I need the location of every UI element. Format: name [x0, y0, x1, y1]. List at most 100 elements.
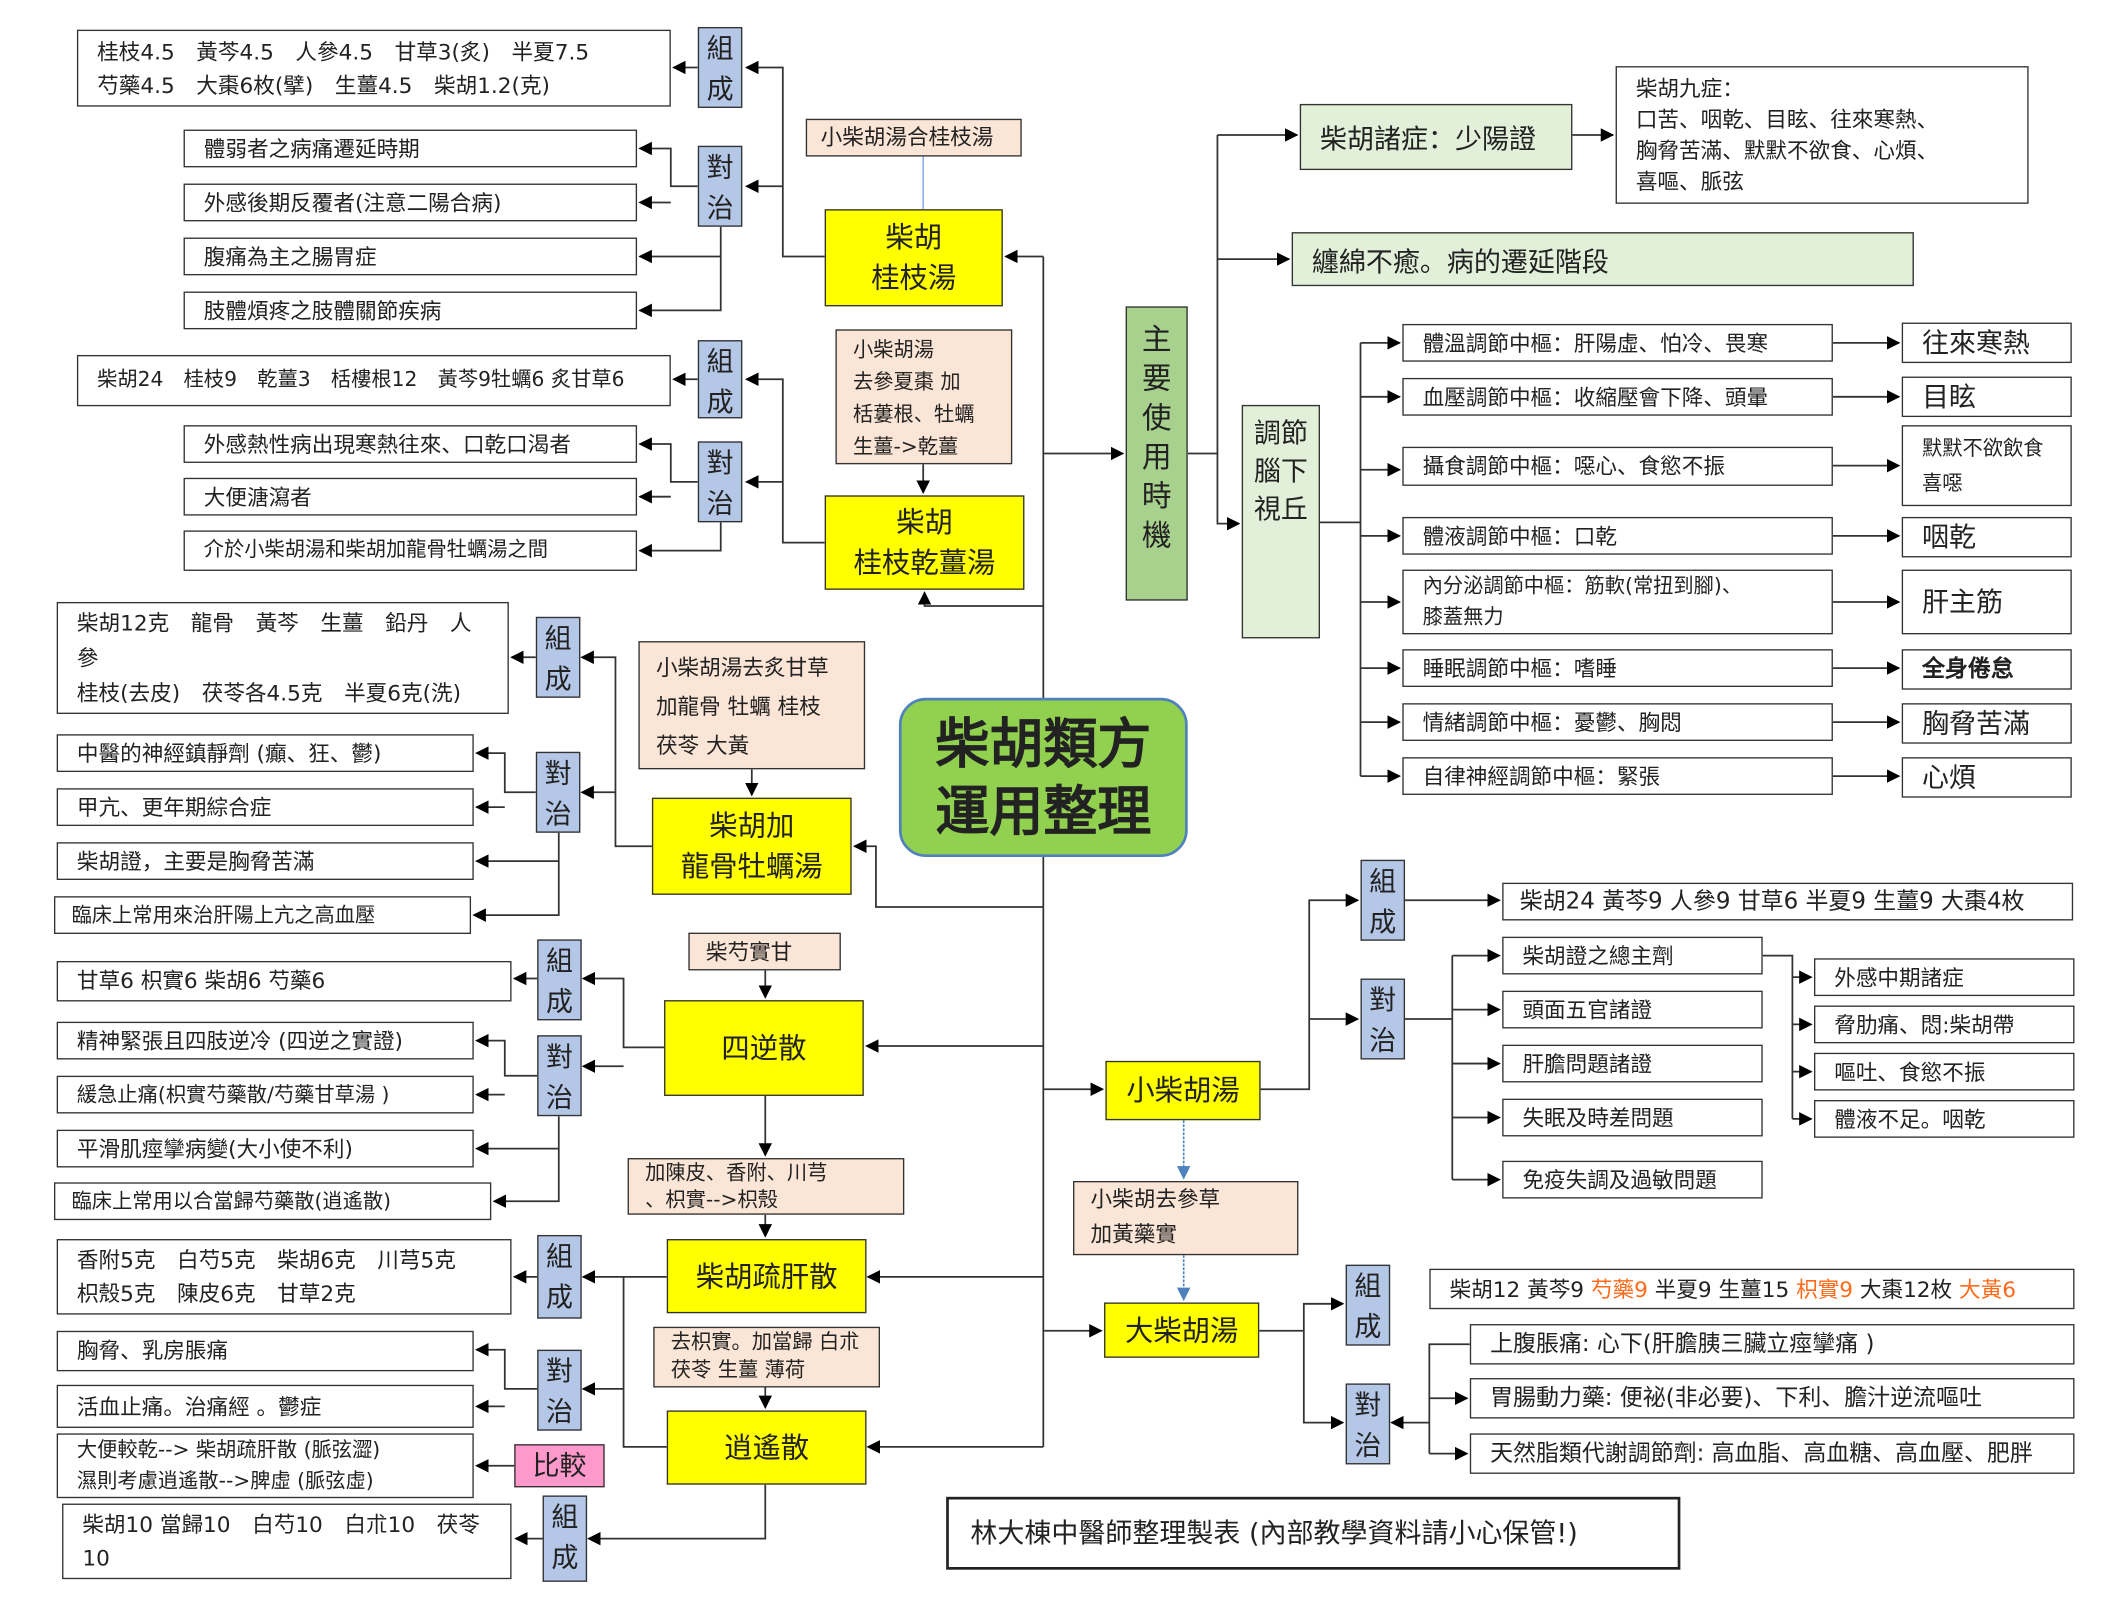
- dachaihu-composition: 柴胡12 黃芩9 芍藥9 半夏9 生薑15 枳實9 大棗12枚 大黃6: [1429, 1268, 2075, 1310]
- comp-part: 半夏9 生薑15: [1647, 1276, 1797, 1303]
- shugan-composition-label: 組成: [537, 1234, 582, 1319]
- sini-treatment-4: 臨床上常用以合當歸芍藥散(逍遙散): [53, 1182, 492, 1221]
- ganjiang-treatment-3: 介於小柴胡湯和柴胡加龍骨牡蠣湯之間: [183, 530, 638, 571]
- shugan-treatment-1: 胸脅、乳房脹痛: [56, 1330, 474, 1372]
- hypothalamus-label: 調節腦下視丘: [1241, 404, 1321, 639]
- sini-formula: 四逆散: [664, 1000, 864, 1096]
- center-sleep: 睡眠調節中樞：嗜睡: [1402, 649, 1833, 687]
- shugan-treatment-label: 對治: [537, 1349, 582, 1431]
- longgu-note: 小柴胡湯去炙甘草 加龍骨 牡蠣 桂枝 茯苓 大黃: [638, 641, 866, 770]
- sini-note: 柴芍實甘: [688, 932, 841, 971]
- central-title: 柴胡類方 運用整理: [898, 697, 1188, 858]
- sini-treatment-label: 對治: [537, 1035, 582, 1117]
- ganjiang-treatment-1: 外感熱性病出現寒熱往來、口乾口渴者: [183, 425, 638, 463]
- ganjiang-note: 小柴胡湯 去參夏棗 加 栝蔞根、牡蠣 生薑->乾薑: [835, 329, 1013, 465]
- guizhi-treatment-3: 腹痛為主之腸胃症: [183, 237, 638, 276]
- shugan-note: 加陳皮、香附、川芎 、枳實-->枳殼: [627, 1158, 905, 1215]
- xiaochaihu-treatment-label: 對治: [1360, 978, 1406, 1060]
- result-emotion: 胸脅苦滿: [1901, 703, 2072, 744]
- longgu-composition: 柴胡12克 龍骨 黃芩 生薑 鉛丹 人參 桂枝(去皮) 茯苓各4.5克 半夏6克…: [56, 601, 509, 714]
- shugan-treatment-2: 活血止痛。治痛經 。鬱症: [56, 1384, 474, 1428]
- dachaihu-treatment-1: 上腹脹痛: 心下(肝膽胰三臟立痙攣痛 ): [1469, 1324, 2075, 1365]
- guizhi-formula: 柴胡 桂枝湯: [824, 209, 1003, 307]
- dachaihu-treatment-2: 胃腸動力藥: 便祕(非必要)、下利、膽汁逆流嘔吐: [1469, 1378, 2075, 1419]
- center-autonomic: 自律神經調節中樞：緊張: [1402, 757, 1833, 795]
- xiaochaihu-treatment-3: 肝膽問題諸證: [1502, 1044, 1763, 1083]
- result-temperature: 往來寒熱: [1901, 322, 2072, 364]
- longgu-treatment-4: 臨床上常用來治肝陽上亢之高血壓: [53, 896, 472, 934]
- comp-part-highlight: 芍藥9: [1590, 1276, 1648, 1303]
- xiaochaihu-sub-3: 嘔吐、食慾不振: [1813, 1052, 2075, 1091]
- shugan-formula: 柴胡疏肝散: [666, 1239, 867, 1314]
- result-sleep: 全身倦怠: [1901, 649, 2072, 690]
- result-appetite: 默默不欲飲食 喜噁: [1901, 425, 2072, 507]
- sini-treatment-3: 平滑肌痙攣病變(大小使不利): [56, 1129, 474, 1168]
- dachaihu-treatment-label: 對治: [1345, 1383, 1391, 1465]
- dachaihu-treatment-3: 天然脂類代謝調節劑: 高血脂、高血糖、高血壓、肥胖: [1469, 1433, 2075, 1474]
- longgu-composition-label: 組成: [535, 616, 581, 698]
- center-temperature: 體溫調節中樞：肝陽虛、怕冷、畏寒: [1402, 323, 1833, 362]
- comp-part-highlight: 枳實9: [1796, 1276, 1854, 1303]
- xiaochaihu-formula: 小柴胡湯: [1105, 1060, 1261, 1121]
- xiaochaihu-sub-1: 外感中期諸症: [1813, 958, 2075, 997]
- shaoyang-box: 柴胡諸症：少陽證: [1299, 103, 1573, 171]
- xiaochaihu-composition-label: 組成: [1360, 859, 1406, 941]
- center-fluid: 體液調節中樞：口乾: [1402, 516, 1833, 555]
- xiaoyao-note: 去枳實。加當歸 白朮 茯苓 生薑 薄荷: [653, 1326, 881, 1388]
- xiaochaihu-sub-2: 脅肋痛、悶:柴胡帶: [1813, 1005, 2075, 1044]
- center-endocrine: 內分泌調節中樞：筋軟(常扭到腳)、 膝蓋無力: [1402, 569, 1833, 635]
- title-line-1: 柴胡類方: [935, 713, 1152, 777]
- ganjiang-composition: 柴胡24 桂枝9 乾薑3 栝樓根12 黃芩9牡蠣6 炙甘草6: [76, 354, 671, 407]
- comp-part: 柴胡12 黃芩9: [1449, 1276, 1591, 1303]
- result-blood-pressure: 目眩: [1901, 376, 2072, 418]
- longgu-formula: 柴胡加 龍骨牡蠣湯: [651, 797, 852, 895]
- center-blood-pressure: 血壓調節中樞：收縮壓會下降、頭暈: [1402, 377, 1833, 416]
- sini-composition: 甘草6 枳實6 柴胡6 芍藥6: [56, 960, 512, 1002]
- comp-part-highlight: 大黃6: [1959, 1276, 2016, 1303]
- dachaihu-composition-label: 組成: [1345, 1264, 1391, 1346]
- sini-treatment-2: 緩急止痛(枳實芍藥散/芍藥甘草湯 ): [56, 1075, 474, 1114]
- xiaoyao-composition: 柴胡10 當歸10 白芍10 白朮10 茯苓10 甘草5 生薑10 薄荷5 (g…: [62, 1503, 512, 1580]
- result-endocrine: 肝主筋: [1901, 569, 2072, 635]
- xiaochaihu-sub-4: 體液不足。咽乾: [1813, 1100, 2075, 1138]
- guizhi-composition: 桂枝4.5 黃芩4.5 人參4.5 甘草3(炙) 半夏7.5 芍藥4.5 大棗6…: [76, 29, 671, 107]
- guizhi-composition-label: 組成: [697, 26, 743, 108]
- center-emotion: 情緒調節中樞：憂鬱、胸悶: [1402, 703, 1833, 741]
- result-autonomic: 心煩: [1901, 757, 2072, 798]
- xiaoyao-composition-label: 組成: [542, 1495, 588, 1582]
- title-line-2: 運用整理: [935, 781, 1152, 844]
- nine-symptoms-box: 柴胡九症： 口苦、咽乾、目眩、往來寒熱、 胸脅苦滿、默默不欲食、心煩、 喜嘔、脈…: [1615, 66, 2029, 204]
- xiaochaihu-treatment-2: 頭面五官諸證: [1502, 990, 1763, 1029]
- longgu-treatment-3: 柴胡證，主要是胸脅苦滿: [56, 842, 474, 881]
- dachaihu-note: 小柴胡去參草 加黃藥實: [1073, 1180, 1299, 1256]
- ganjiang-treatment-2: 大便溏瀉者: [183, 477, 638, 516]
- ganjiang-treatment-label: 對治: [697, 441, 743, 523]
- sini-composition-label: 組成: [537, 939, 582, 1021]
- shugan-composition: 香附5克 白芍5克 柴胡6克 川芎5克 枳殼5克 陳皮6克 甘草2克: [56, 1239, 512, 1315]
- timing-label: 主要使用時機: [1125, 306, 1188, 601]
- comp-part: 大棗12枚: [1853, 1276, 1960, 1303]
- guizhi-treatment-label: 對治: [697, 145, 743, 227]
- xiaoyao-formula: 逍遙散: [666, 1410, 867, 1485]
- xiaochaihu-treatment-4: 失眠及時差問題: [1502, 1098, 1763, 1137]
- xiaochaihu-treatment-1: 柴胡證之總主劑: [1502, 936, 1763, 975]
- guizhi-note: 小柴胡湯合桂枝湯: [805, 118, 1022, 157]
- ganjiang-composition-label: 組成: [697, 340, 743, 419]
- ganjiang-formula: 柴胡 桂枝乾薑湯: [824, 495, 1025, 590]
- result-fluid: 咽乾: [1901, 516, 2072, 558]
- xiaochaihu-treatment-5: 免疫失調及過敏問題: [1502, 1160, 1763, 1199]
- compare-label: 比較: [514, 1444, 605, 1488]
- footer-credit: 林大棟中醫師整理製表 (內部教學資料請小心保管!): [946, 1496, 1681, 1570]
- dachaihu-formula: 大柴胡湯: [1104, 1302, 1260, 1358]
- lingering-box: 纏綿不癒。病的遷延階段: [1291, 232, 1914, 287]
- guizhi-treatment-4: 肢體煩疼之肢體關節疾病: [183, 291, 638, 330]
- guizhi-treatment-1: 體弱者之病痛遷延時期: [183, 129, 638, 168]
- xiaochaihu-composition: 柴胡24 黃芩9 人參9 甘草6 半夏9 生薑9 大棗4枚: [1502, 882, 2074, 921]
- sini-treatment-1: 精神緊張且四肢逆冷 (四逆之實證): [56, 1021, 474, 1060]
- longgu-treatment-1: 中醫的神經鎮靜劑 (癲、狂、鬱): [56, 734, 474, 773]
- guizhi-treatment-2: 外感後期反覆者(注意二陽合病): [183, 183, 638, 222]
- longgu-treatment-2: 甲亢、更年期綜合症: [56, 788, 474, 827]
- longgu-treatment-label: 對治: [535, 751, 581, 833]
